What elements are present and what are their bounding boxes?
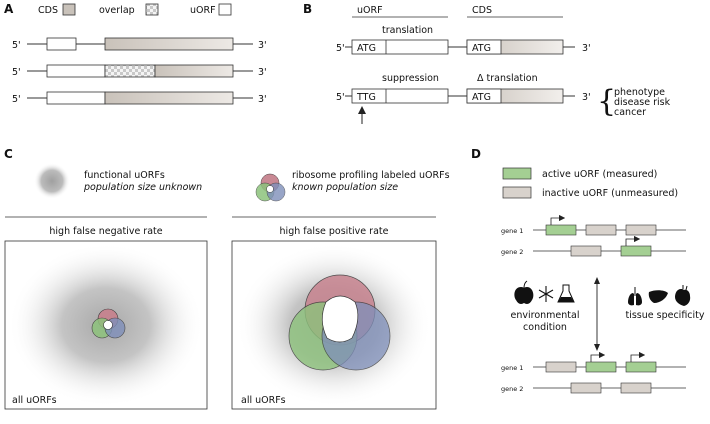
functional-uorf-blob <box>34 163 70 199</box>
legend-active-swatch <box>502 167 532 180</box>
apple-icon <box>514 280 534 304</box>
outcome-cancer: cancer <box>614 107 646 118</box>
lower-gene2-label: gene 2 <box>501 385 523 393</box>
upper-gene2-tss-arrow-icon <box>625 235 641 246</box>
row3-uorf <box>46 91 106 105</box>
panel-b: B uORF CDS translation 5' ATG ATG 3' sup… <box>303 2 671 124</box>
lower-gene1-tss-arrow-2-icon <box>630 351 646 362</box>
functional-title: functional uORFs <box>84 170 165 181</box>
translation-label: translation <box>382 25 433 36</box>
row3-five-prime: 5' <box>12 94 21 105</box>
panel-d-label: D <box>471 147 481 161</box>
legend-uorf-swatch <box>218 3 232 16</box>
heart-icon <box>675 285 691 306</box>
row1-three-prime: 3' <box>258 40 267 51</box>
row2-five-prime: 5' <box>12 67 21 78</box>
venn-legend-icon <box>255 173 286 202</box>
row3-three-prime: 3' <box>258 94 267 105</box>
b-top-atg-uorf: ATG <box>357 43 376 54</box>
lower-gene1-tss-arrow-1-icon <box>590 351 606 362</box>
curly-brace-icon: { <box>597 84 616 119</box>
right-header: high false positive rate <box>280 226 389 237</box>
row3-cds <box>104 91 234 105</box>
left-all-uorfs: all uORFs <box>12 395 57 406</box>
row2-uorf <box>46 64 106 78</box>
ribo-title: ribosome profiling labeled uORFs <box>292 170 450 181</box>
upper-gene2-label: gene 2 <box>501 248 523 256</box>
panel-d: D active uORF (measured) inactive uORF (… <box>471 147 705 394</box>
tissue-label: tissue specificity <box>625 310 704 321</box>
right-venn-large <box>288 274 391 371</box>
panel-c: C functional uORFs population size unkno… <box>4 147 450 410</box>
b-bot-ttg: TTG <box>356 92 376 103</box>
b-top-five-prime: 5' <box>336 43 345 54</box>
lungs-icon <box>628 287 642 306</box>
legend-active-label: active uORF (measured) <box>542 169 657 180</box>
delta-translation-label: Δ translation <box>477 73 538 84</box>
panel-c-label: C <box>4 147 13 161</box>
flask-icon <box>557 284 575 303</box>
legend-cds-label: CDS <box>38 5 58 16</box>
suppression-label: suppression <box>382 73 439 84</box>
left-venn-small <box>91 308 126 339</box>
uorf-header: uORF <box>357 5 383 16</box>
row1-cds <box>104 37 234 51</box>
right-all-uorfs: all uORFs <box>241 395 286 406</box>
outcome-disease-risk: disease risk <box>614 97 671 108</box>
row1-uorf <box>46 37 77 51</box>
upper-gene1-tss-arrow-icon <box>550 214 566 225</box>
cds-header: CDS <box>472 5 492 16</box>
b-bot-three-prime: 3' <box>582 92 591 103</box>
lower-gene1-label: gene 1 <box>501 364 523 372</box>
legend-overlap-label: overlap <box>99 5 135 16</box>
outcome-phenotype: phenotype <box>614 87 665 98</box>
left-header: high false negative rate <box>49 226 162 237</box>
b-top-uorf <box>351 39 449 55</box>
ribo-sub: known population size <box>292 182 398 193</box>
environmental-label: environmental <box>511 310 580 321</box>
legend-inactive-swatch <box>502 186 532 199</box>
snowflake-icon <box>538 286 554 302</box>
legend-cds-swatch <box>62 3 76 16</box>
legend-uorf-label: uORF <box>190 5 216 16</box>
b-bot-atg-cds: ATG <box>472 92 491 103</box>
panel-a: A CDS overlap uORF 5' 3' 5' 3' 5' 3' <box>4 2 267 105</box>
b-bot-five-prime: 5' <box>336 92 345 103</box>
liver-icon <box>648 290 668 303</box>
row2-cds <box>154 64 234 78</box>
functional-sub: population size unknown <box>83 182 202 193</box>
row2-overlap <box>104 64 156 78</box>
legend-overlap-swatch <box>145 3 159 16</box>
upper-gene1-label: gene 1 <box>501 227 523 235</box>
panel-b-label: B <box>303 2 312 16</box>
row1-five-prime: 5' <box>12 40 21 51</box>
row2-three-prime: 3' <box>258 67 267 78</box>
condition-label: condition <box>523 322 567 333</box>
panel-a-label: A <box>4 2 14 16</box>
b-top-atg-cds: ATG <box>472 43 491 54</box>
b-bot-uorf <box>351 88 449 104</box>
b-top-three-prime: 3' <box>582 43 591 54</box>
legend-inactive-label: inactive uORF (unmeasured) <box>542 188 678 199</box>
